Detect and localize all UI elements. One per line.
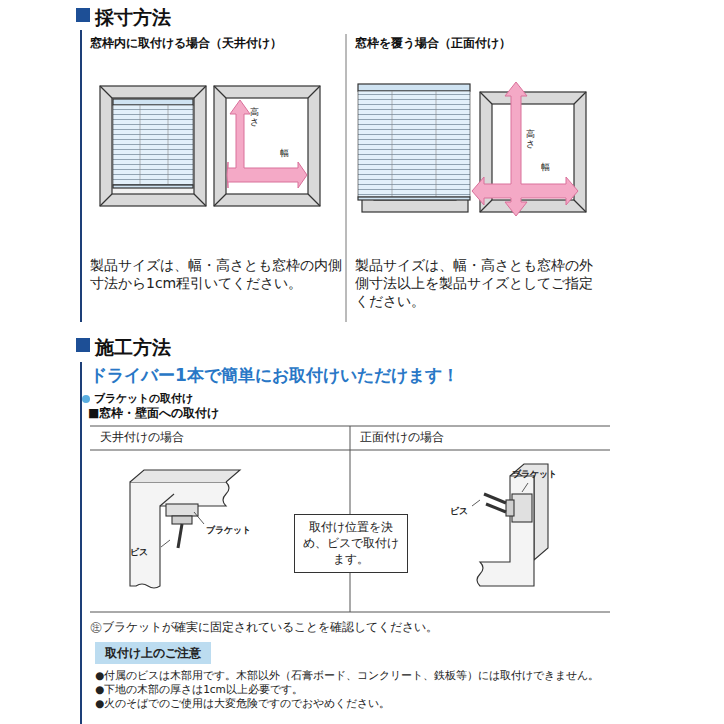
- table-lines: [90, 426, 610, 612]
- window-outside-mount-part: [358, 91, 470, 197]
- window-inside-mount-part: [168, 105, 169, 185]
- window-frame-inside-measure-part: [226, 98, 308, 194]
- part-name: ビス: [130, 547, 148, 559]
- sub-heading: 窓枠内に取付ける場合（天井付け）: [90, 36, 282, 52]
- ceiling-bracket-figure-part: [194, 512, 204, 524]
- section-heading: 採寸方法: [95, 5, 171, 30]
- table-header: 正面付けの場合: [360, 430, 444, 446]
- section-heading: 施工方法: [95, 335, 171, 360]
- caution-item: ●火のそばでのご使用は大変危険ですのでおやめください。: [95, 697, 390, 711]
- section-marks-part: [80, 30, 82, 322]
- body-text: 製品サイズは、幅・高さとも窓枠の外側寸法以上を製品サイズとしてご指定ください。: [355, 256, 603, 311]
- window-frame-inside-measure: [214, 86, 320, 206]
- section-marks-part: [76, 8, 90, 22]
- window-inside-mount-part: [194, 86, 206, 98]
- dimension-label: 幅: [541, 162, 550, 174]
- window-frame-inside-measure-part: [214, 86, 226, 98]
- front-bracket-figure-part: [477, 476, 534, 586]
- node-text: 取付け上のご注意: [105, 645, 201, 661]
- front-bracket-figure-part: [522, 483, 528, 492]
- sub-heading: ■窓枠・壁面への取付け: [88, 406, 219, 422]
- dimension-label: 高さ: [250, 108, 259, 128]
- lead-text: ドライバー1本で簡単にお取付けいただけます！: [90, 364, 459, 386]
- ceiling-bracket-figure-part: [130, 470, 240, 482]
- dimension-label: 幅: [280, 148, 289, 160]
- window-outside-mount-part: [358, 84, 470, 91]
- dimension-label: 高さ: [526, 130, 535, 150]
- front-bracket-figure-part: [512, 494, 532, 522]
- front-bracket-figure-part: [486, 504, 506, 512]
- caution-band: 取付け上のご注意: [95, 642, 211, 664]
- window-frame-inside-measure-part: [227, 100, 307, 188]
- window-frame-inside-measure-part: [214, 86, 320, 206]
- node-text: 取付け位置を決め、ビスで取付けます。: [299, 519, 403, 568]
- window-frame-outside-measure: [472, 82, 586, 216]
- front-bracket-figure-part: [472, 500, 480, 506]
- ceiling-bracket-figure-part: [178, 524, 182, 548]
- section-marks-part: [346, 34, 347, 322]
- caution-item: ●下地の木部の厚さは1cm以上必要です。: [95, 683, 303, 697]
- note-text: ㊟ブラケットが確実に固定されていることを確認してください。: [90, 620, 438, 636]
- part-name: ブラケット: [512, 469, 557, 481]
- window-outside-mount-part: [436, 91, 437, 197]
- part-name: ブラケット: [206, 525, 251, 537]
- window-inside-mount-part: [113, 105, 193, 185]
- window-outside-mount-part: [358, 197, 470, 200]
- window-inside-mount-part: [100, 86, 206, 206]
- front-bracket-figure: [472, 464, 548, 586]
- window-frame-inside-measure-part: [214, 194, 226, 206]
- front-bracket-figure-part: [506, 500, 514, 516]
- window-frame-inside-measure-part: [308, 194, 320, 206]
- window-inside-mount-part: [113, 185, 193, 188]
- part-name: ビス: [450, 506, 468, 518]
- caution-item: ●付属のビスは木部用です。木部以外（石膏ボード、コンクリート、鉄板等）には取付け…: [95, 669, 599, 683]
- window-inside-mount-part: [100, 194, 112, 206]
- window-inside-mount: [100, 86, 206, 206]
- ceiling-bracket-figure-part: [161, 540, 170, 547]
- front-bracket-figure-part: [484, 494, 506, 503]
- sub-heading: 窓枠を覆う場合（正面付け）: [355, 36, 511, 52]
- window-inside-mount-part: [113, 99, 193, 105]
- window-frame-outside-measure-part: [574, 92, 586, 104]
- window-frame-outside-measure-part: [574, 200, 586, 212]
- window-frame-outside-measure-part: [472, 82, 578, 216]
- window-inside-mount-part: [140, 105, 141, 185]
- table-header: 天井付けの場合: [100, 430, 184, 446]
- section-marks-part: [82, 395, 90, 403]
- section-marks-part: [80, 362, 82, 724]
- callout-box: 取付け位置を決め、ビスで取付けます。: [294, 514, 408, 573]
- ceiling-bracket-figure-part: [172, 516, 192, 524]
- window-inside-mount-part: [100, 86, 112, 98]
- window-outside-mount-part: [392, 91, 393, 197]
- ceiling-bracket-figure-part: [166, 504, 198, 516]
- body-text: 製品サイズは、幅・高さとも窓枠の内側寸法から1cm程引いてください。: [90, 256, 344, 292]
- sub-heading: ブラケットの取付け: [94, 392, 193, 406]
- window-frame-outside-measure-part: [480, 92, 492, 104]
- window-inside-mount-part: [194, 194, 206, 206]
- window-inside-mount-part: [112, 98, 194, 194]
- section-marks-part: [76, 338, 90, 352]
- window-outside-mount: [358, 84, 470, 212]
- window-frame-inside-measure-part: [308, 86, 320, 98]
